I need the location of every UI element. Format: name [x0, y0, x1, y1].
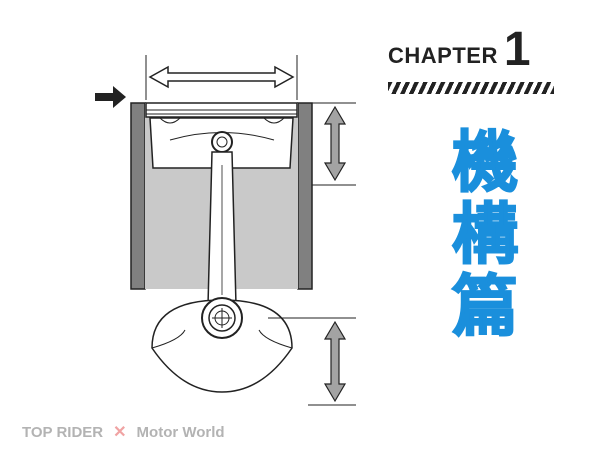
brand-separator: ✕ [113, 424, 127, 441]
bore-arrow [145, 55, 298, 100]
stroke-arrow-top [312, 102, 356, 186]
stroke-arrow-bottom [268, 317, 356, 406]
title-char-1: 機 [451, 124, 519, 201]
chapter-label: CHAPTER [388, 42, 498, 68]
crankshaft [151, 297, 293, 393]
piston [145, 102, 298, 169]
tdc-arrow [95, 86, 126, 108]
title-char-3: 篇 [451, 268, 519, 345]
brand-top-rider: TOP RIDER [22, 423, 104, 441]
hatch-divider [388, 82, 554, 94]
section-title: 機 構 篇 [440, 124, 530, 346]
title-char-2: 構 [451, 196, 519, 273]
chapter-number: 1 [503, 23, 531, 76]
brand-motor-world: Motor World [136, 423, 225, 441]
connecting-rod [207, 151, 237, 306]
chapter-heading: CHAPTER 1 [388, 23, 531, 76]
footer-brand: TOP RIDER ✕ Motor World [22, 422, 225, 442]
